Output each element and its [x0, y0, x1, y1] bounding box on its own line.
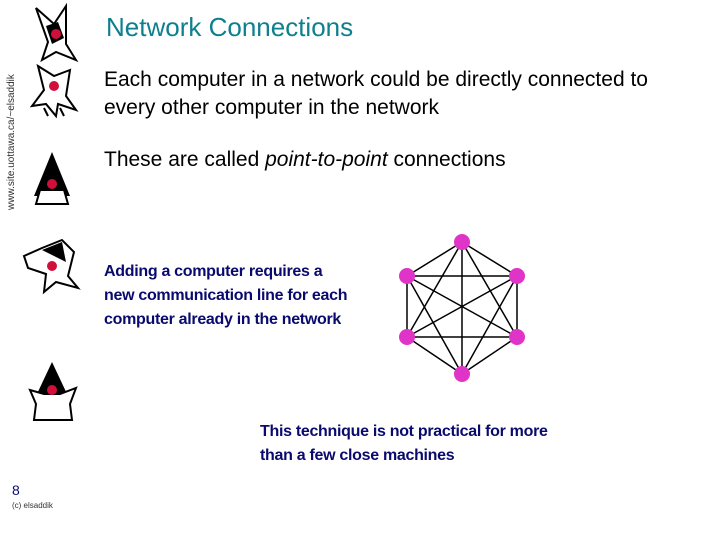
paragraph-direct-connection: Each computer in a network could be dire… — [104, 68, 648, 119]
mascot-icon — [22, 238, 81, 295]
network-link — [461, 241, 518, 277]
note-not-practical: This technique is not practical for more… — [260, 423, 548, 464]
mascot-icon — [35, 2, 79, 63]
copyright: (c) elsaddik — [12, 501, 53, 510]
network-link — [461, 241, 518, 338]
mascot-icon — [34, 152, 70, 205]
note-adding-computer: Adding a computer requires a new communi… — [104, 263, 348, 328]
network-link — [406, 241, 463, 338]
network-node — [454, 366, 470, 382]
network-link — [406, 275, 463, 375]
side-url: www.site.uottawa.ca/~elsaddik — [6, 74, 17, 210]
network-link — [406, 241, 463, 277]
network-node — [454, 234, 470, 250]
paragraph-point-to-point: These are called point-to-point connecti… — [104, 146, 704, 174]
network-node — [509, 268, 525, 284]
network-link — [406, 275, 518, 338]
mesh-network-diagram — [399, 234, 525, 382]
mascot-icon — [28, 362, 78, 421]
point-to-point-term: point-to-point — [265, 148, 388, 171]
network-node — [399, 268, 415, 284]
network-nodes — [399, 234, 525, 382]
network-node — [509, 329, 525, 345]
network-edges — [406, 241, 518, 375]
network-link — [461, 336, 518, 375]
network-link — [406, 336, 463, 375]
mascot-column — [22, 2, 81, 421]
mascot-icon — [29, 63, 79, 119]
network-node — [399, 329, 415, 345]
paragraph-suffix: connections — [387, 148, 506, 171]
paragraph-prefix: These are called — [104, 148, 266, 171]
page-number: 8 — [12, 482, 20, 498]
slide-title: Network Connections — [106, 12, 354, 42]
network-link — [461, 275, 518, 375]
